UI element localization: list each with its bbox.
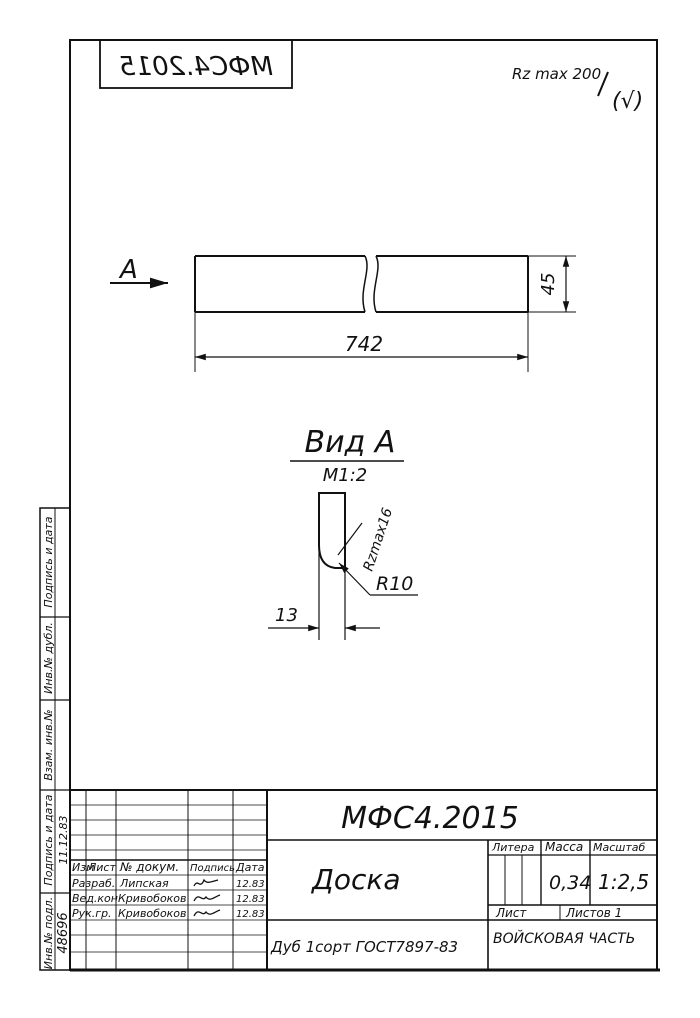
edge-roughness: Rzmax16	[361, 506, 396, 573]
material: Дуб 1сорт ГОСТ7897-83	[270, 938, 458, 956]
sheets-label: Листов 1	[565, 906, 622, 920]
thickness-value: 13	[275, 605, 298, 626]
row-date-2: 12.83	[236, 909, 265, 920]
col-header-1: Лист	[87, 861, 116, 874]
mirrored-code-box: МФС4.2015	[99, 39, 293, 89]
view-marker: A	[118, 255, 138, 285]
strip-label-0: Подпись и дата	[42, 516, 55, 607]
section-view: Вид А М1:2 13 Rzmax16 R10	[268, 425, 418, 640]
roughness-bracket: (√)	[612, 89, 643, 114]
strip-label-1: Инв.№ дубл.	[42, 622, 55, 694]
strip-label-3: Подпись и дата	[42, 794, 55, 885]
col-header-4: Дата	[235, 861, 265, 874]
side-strip: Подпись и дата Инв.№ дубл. Взам. инв.№ П…	[39, 507, 71, 971]
mass-value: 0,34	[549, 872, 591, 894]
mirrored-code: МФС4.2015	[119, 52, 273, 82]
date-note: 11.12.83	[57, 816, 70, 865]
litera-label: Литера	[491, 841, 535, 854]
board-side-view	[194, 255, 529, 313]
view-scale: М1:2	[323, 465, 368, 486]
roughness-text: Rz max 200	[512, 65, 601, 83]
mass-label: Масса	[545, 840, 583, 854]
signature-0	[193, 878, 219, 887]
roughness-symbol: Rz max 200 (√)	[512, 65, 643, 114]
part-name: Доска	[310, 863, 400, 896]
strip-label-4: Инв.№ подл.	[42, 897, 55, 969]
view-arrow: A	[110, 255, 168, 289]
row-name-1: Кривобоков	[118, 892, 187, 905]
height-value: 45	[538, 273, 559, 296]
break-line-right	[373, 255, 379, 313]
row-name-0: Липская	[119, 877, 169, 890]
row-date-1: 12.83	[236, 894, 265, 905]
row-role-0: Разраб.	[72, 877, 115, 890]
row-date-0: 12.83	[236, 879, 265, 890]
col-header-0: Изм	[72, 861, 94, 874]
strip-label-2: Взам. инв.№	[42, 709, 55, 780]
row-role-2: Рук.гр.	[72, 907, 112, 920]
organization: ВОЙСКОВАЯ ЧАСТЬ	[493, 929, 635, 947]
row-role-1: Вед.кон	[72, 892, 118, 905]
row-name-2: Кривобоков	[118, 907, 187, 920]
height-dimension: 45	[528, 255, 576, 313]
view-title: Вид А	[305, 425, 396, 460]
section-profile	[318, 492, 346, 569]
sheet-label: Лист	[495, 906, 527, 920]
designation: МФС4.2015	[341, 801, 519, 836]
col-header-3: Подпись	[190, 863, 235, 874]
scale-label: Масштаб	[593, 841, 645, 854]
roughness-tick-icon	[597, 71, 609, 97]
length-value: 742	[345, 332, 383, 356]
title-block: Изм Лист № докум. Подпись Дата Разраб. Л…	[70, 789, 657, 970]
signature-1	[193, 894, 221, 902]
col-header-2: № докум.	[119, 860, 179, 874]
radius-value: R10	[376, 573, 413, 595]
length-dimension: 742	[194, 312, 529, 372]
scale-value: 1:2,5	[598, 870, 649, 894]
break-line-left	[362, 255, 368, 313]
inv-number: 48696	[56, 912, 71, 953]
signature-2	[193, 909, 221, 917]
